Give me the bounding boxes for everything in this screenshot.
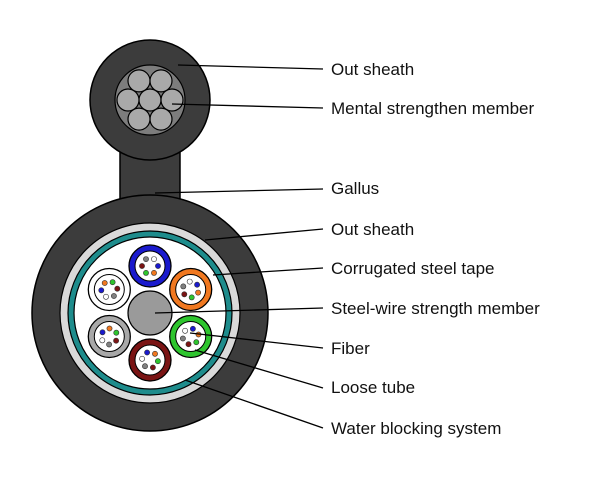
label-corrugated-steel-tape: Corrugated steel tape [331, 259, 495, 278]
leader-out-sheath-main [204, 228, 324, 241]
fiber [143, 269, 149, 276]
fiber [149, 364, 156, 371]
label-mental-strengthen-member: Mental strengthen member [331, 99, 534, 118]
leader-water-blocking-system [184, 379, 324, 429]
fiber [99, 329, 106, 336]
leader-mental-strengthen-member [171, 103, 324, 109]
label-water-blocking-system: Water blocking system [331, 419, 501, 438]
main-cable-section [31, 194, 269, 432]
label-loose-tube: Loose tube [331, 378, 415, 397]
loose-tube-gel [134, 250, 166, 282]
fiber [143, 256, 149, 262]
fiber [180, 283, 187, 290]
fiber [101, 280, 108, 286]
fiber [99, 337, 106, 344]
messenger-wire-3 [149, 107, 173, 131]
fiber [195, 289, 201, 296]
fiber [98, 287, 105, 294]
messenger-wire-2 [160, 88, 184, 112]
loose-tube-gel [93, 274, 125, 305]
fiber [139, 355, 145, 362]
loose-tube-5 [87, 314, 131, 359]
fiber [181, 291, 188, 298]
label-out-sheath-top: Out sheath [331, 60, 414, 79]
fiber [193, 339, 200, 346]
fiber [194, 281, 200, 288]
label-steel-wire-strength-member: Steel-wire strength member [331, 299, 540, 318]
fiber [113, 329, 120, 336]
fiber [106, 325, 113, 332]
fiber [189, 325, 196, 332]
fiber [185, 341, 192, 348]
label-gallus: Gallus [331, 179, 379, 198]
loose-tube-4 [128, 338, 172, 382]
fiber [144, 349, 150, 356]
fiber [182, 327, 188, 334]
loose-tube-gel [175, 321, 207, 352]
loose-tube-gel [93, 321, 125, 352]
loose-tube-1 [128, 244, 172, 288]
loose-tube-6 [87, 267, 131, 312]
fiber [179, 335, 186, 342]
messenger-wire-4 [127, 107, 151, 131]
loose-tube-2 [169, 267, 213, 312]
fiber [151, 256, 157, 262]
leader-loose-tube [194, 349, 324, 389]
loose-tube-gel [175, 274, 207, 305]
fiber [106, 341, 112, 348]
messenger-wire-5 [116, 88, 140, 112]
fiber [142, 363, 148, 370]
leader-out-sheath-top [177, 64, 324, 70]
fiber [186, 278, 193, 285]
leader-corrugated-steel-tape [212, 267, 324, 276]
leader-steel-wire-strength-member [154, 307, 324, 314]
loose-tube-group [87, 244, 213, 382]
leader-lines [154, 64, 324, 429]
fiber [114, 285, 121, 292]
fiber [109, 279, 116, 286]
label-out-sheath-main: Out sheath [331, 220, 414, 239]
messenger-wire-6 [127, 69, 151, 93]
fiber [113, 337, 119, 344]
messenger-strand-group [114, 64, 186, 136]
loose-tube-3 [169, 314, 213, 359]
fiber [111, 293, 117, 299]
label-fiber: Fiber [331, 339, 370, 358]
fiber [188, 294, 195, 301]
messenger-section [89, 39, 211, 219]
fiber [151, 269, 157, 276]
label-group: Out sheath Mental strengthen member Gall… [331, 60, 540, 438]
leader-gallus [154, 188, 324, 194]
fiber [103, 293, 109, 300]
messenger-wire-7 [149, 69, 173, 93]
fiber [139, 263, 145, 269]
leader-fiber [189, 332, 324, 349]
fiber [152, 350, 158, 357]
fiber [154, 358, 161, 365]
fiber [155, 263, 161, 269]
messenger-wire-1 [138, 88, 162, 112]
